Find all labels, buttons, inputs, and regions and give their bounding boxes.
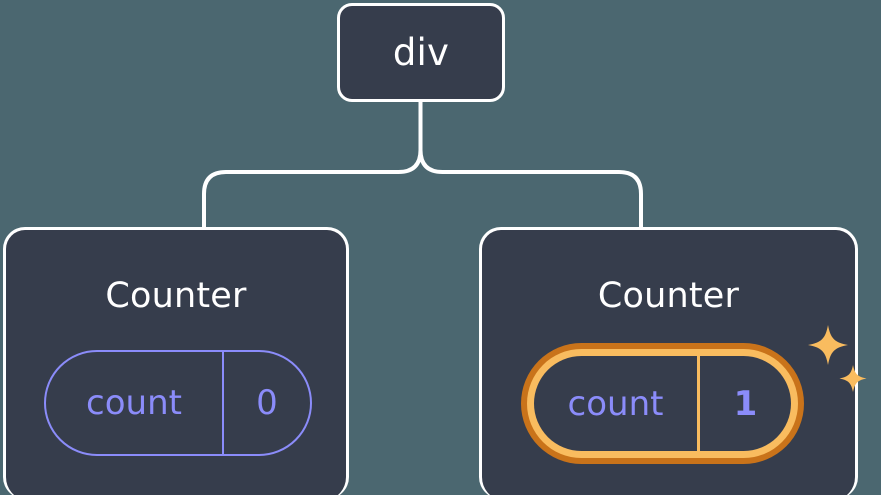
- state-pill-count-left[interactable]: count 0: [44, 350, 312, 456]
- node-root-label: div: [392, 31, 450, 74]
- highlight-ring-inner: count 1: [527, 349, 798, 458]
- connector-branch-left: [202, 149, 423, 228]
- node-counter-left-title: Counter: [105, 276, 247, 316]
- state-pill-divider: [222, 352, 224, 454]
- state-pill-count-right-highlighted[interactable]: count 1: [521, 343, 804, 464]
- node-counter-right[interactable]: Counter count 1: [479, 227, 867, 495]
- connector-branch-right: [418, 149, 643, 228]
- state-pill-body: count 1: [534, 356, 791, 451]
- node-counter-left[interactable]: Counter count 0: [3, 227, 349, 495]
- state-value-label: 0: [256, 383, 278, 423]
- sparkle-small-icon: [839, 365, 867, 392]
- state-key-label: count: [567, 383, 664, 424]
- state-value-label: 1: [733, 383, 758, 424]
- state-key-label: count: [86, 383, 182, 423]
- state-pill-divider: [697, 356, 700, 451]
- node-counter-right-title: Counter: [597, 276, 740, 316]
- sparkle-group: [808, 325, 867, 392]
- node-root-div[interactable]: div: [337, 3, 505, 102]
- sparkle-large-icon: [808, 325, 848, 365]
